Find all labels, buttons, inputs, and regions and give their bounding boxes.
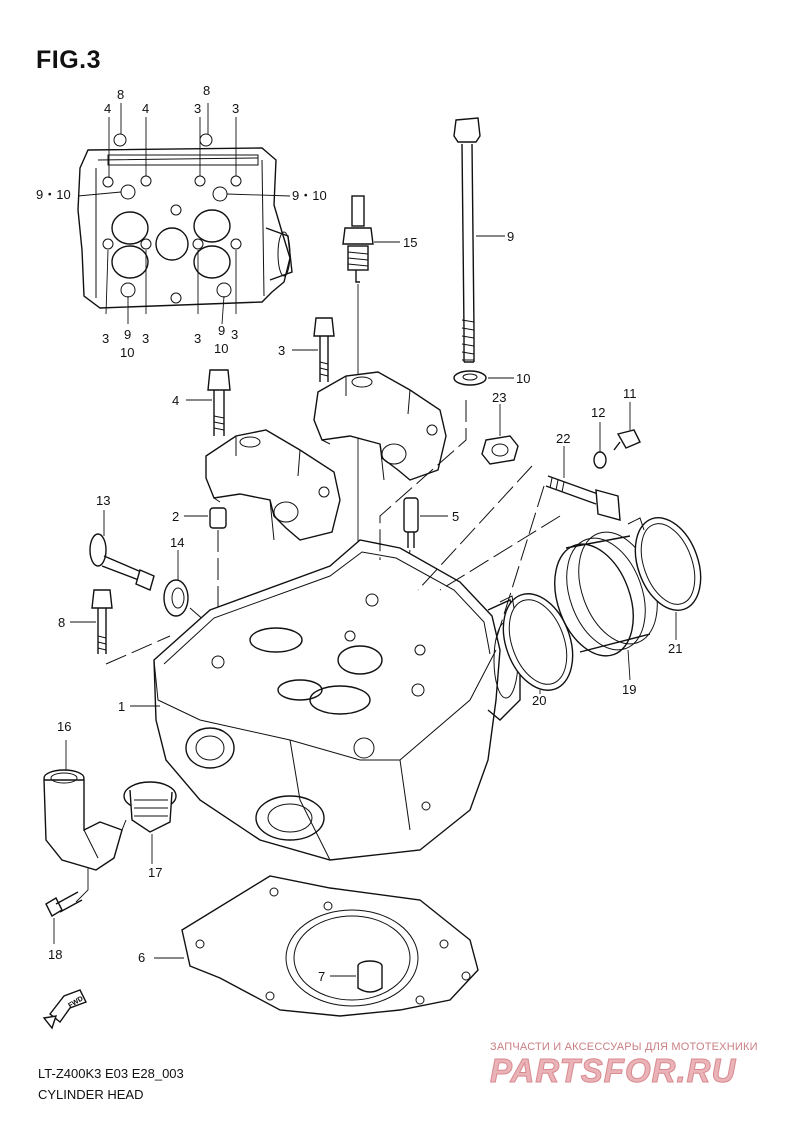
callout-13: 13 [96, 493, 111, 508]
inset-top-view [77, 103, 293, 325]
callout-8: 8 [58, 615, 66, 630]
cap-nut-part-23 [481, 404, 519, 465]
washer-part-12 [593, 422, 607, 469]
callout-9: 9 [124, 327, 132, 342]
callout-18: 18 [48, 947, 63, 962]
callout-20: 20 [532, 693, 547, 708]
thermostat-part-17 [123, 781, 177, 864]
figure-title: FIG.3 [36, 46, 102, 74]
callout-12: 12 [591, 405, 606, 420]
dowel-part-7 [330, 960, 383, 993]
clamp-part-21 [627, 517, 702, 640]
callout-9-10: 9・10 [36, 187, 71, 202]
callout-17: 17 [148, 865, 163, 880]
bolt-part-4 [186, 369, 231, 436]
callout-2: 2 [172, 509, 180, 524]
callout-10: 10 [214, 341, 229, 356]
cylinder-head-body [130, 539, 521, 861]
fwd-arrow-icon: FWD [42, 989, 87, 1030]
clamp-part-20 [499, 593, 574, 694]
callout-21: 21 [668, 641, 683, 656]
leader-23 [417, 465, 533, 591]
callout-8: 8 [117, 87, 125, 102]
bolt-part-3 [292, 317, 335, 382]
callout-4: 4 [104, 101, 112, 116]
callout-15: 15 [403, 235, 418, 250]
cam-holder-upper [313, 371, 447, 481]
callout-10: 10 [120, 345, 135, 360]
callout-9-10: 9・10 [292, 188, 327, 203]
leader-22b [439, 515, 561, 591]
callout-14: 14 [170, 535, 185, 550]
plug-bolt-part-13 [89, 510, 155, 591]
bolt-part-22 [545, 446, 621, 521]
callout-16: 16 [57, 719, 72, 734]
model-code: LT-Z400K3 E03 E28_003 [38, 1066, 184, 1081]
callout-5: 5 [452, 509, 460, 524]
callout-3: 3 [231, 327, 239, 342]
callout-3: 3 [232, 101, 240, 116]
callout-1: 1 [118, 699, 126, 714]
watermark-logo-text: PARTSFOR.RU [490, 1052, 736, 1088]
callout-6: 6 [138, 950, 146, 965]
head-gasket-part-6 [154, 875, 479, 1017]
callout-23: 23 [492, 390, 507, 405]
water-outlet-part-16 [43, 740, 127, 903]
watermark-logo: PARTSFOR.RU [490, 1052, 736, 1088]
cam-holder-lower [205, 429, 341, 541]
callout-3: 3 [194, 101, 202, 116]
long-stud-bolt [453, 117, 505, 363]
watermark-caption: ЗАПЧАСТИ И АКСЕССУАРЫ ДЛЯ МОТОТЕХНИКИ [490, 1041, 758, 1053]
callout-22: 22 [556, 431, 571, 446]
callout-3: 3 [278, 343, 286, 358]
callout-3: 3 [102, 331, 110, 346]
callout-4: 4 [142, 101, 150, 116]
callout-3: 3 [194, 331, 202, 346]
washer-part-10 [453, 370, 514, 386]
callout-8: 8 [203, 83, 211, 98]
callout-4: 4 [172, 393, 180, 408]
leader-10 [379, 400, 467, 560]
callout-7: 7 [318, 969, 326, 984]
callout-11: 11 [623, 386, 637, 401]
callout-3: 3 [142, 331, 150, 346]
spark-plug [342, 195, 400, 630]
bolt-part-18 [45, 891, 83, 944]
callout-10: 10 [516, 371, 531, 386]
callout-19: 19 [622, 682, 637, 697]
bolt-part-8 [70, 589, 171, 665]
section-title: CYLINDER HEAD [38, 1087, 144, 1102]
callout-9: 9 [218, 323, 226, 338]
bolt-part-11 [613, 402, 641, 451]
callout-9: 9 [507, 229, 515, 244]
